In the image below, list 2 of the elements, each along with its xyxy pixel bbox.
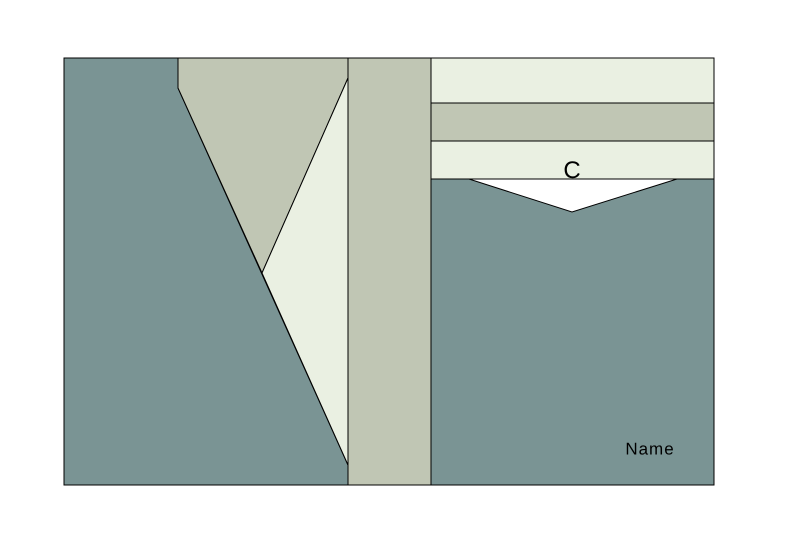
- part-label: C: [563, 159, 581, 183]
- part-label: Name: [625, 440, 675, 458]
